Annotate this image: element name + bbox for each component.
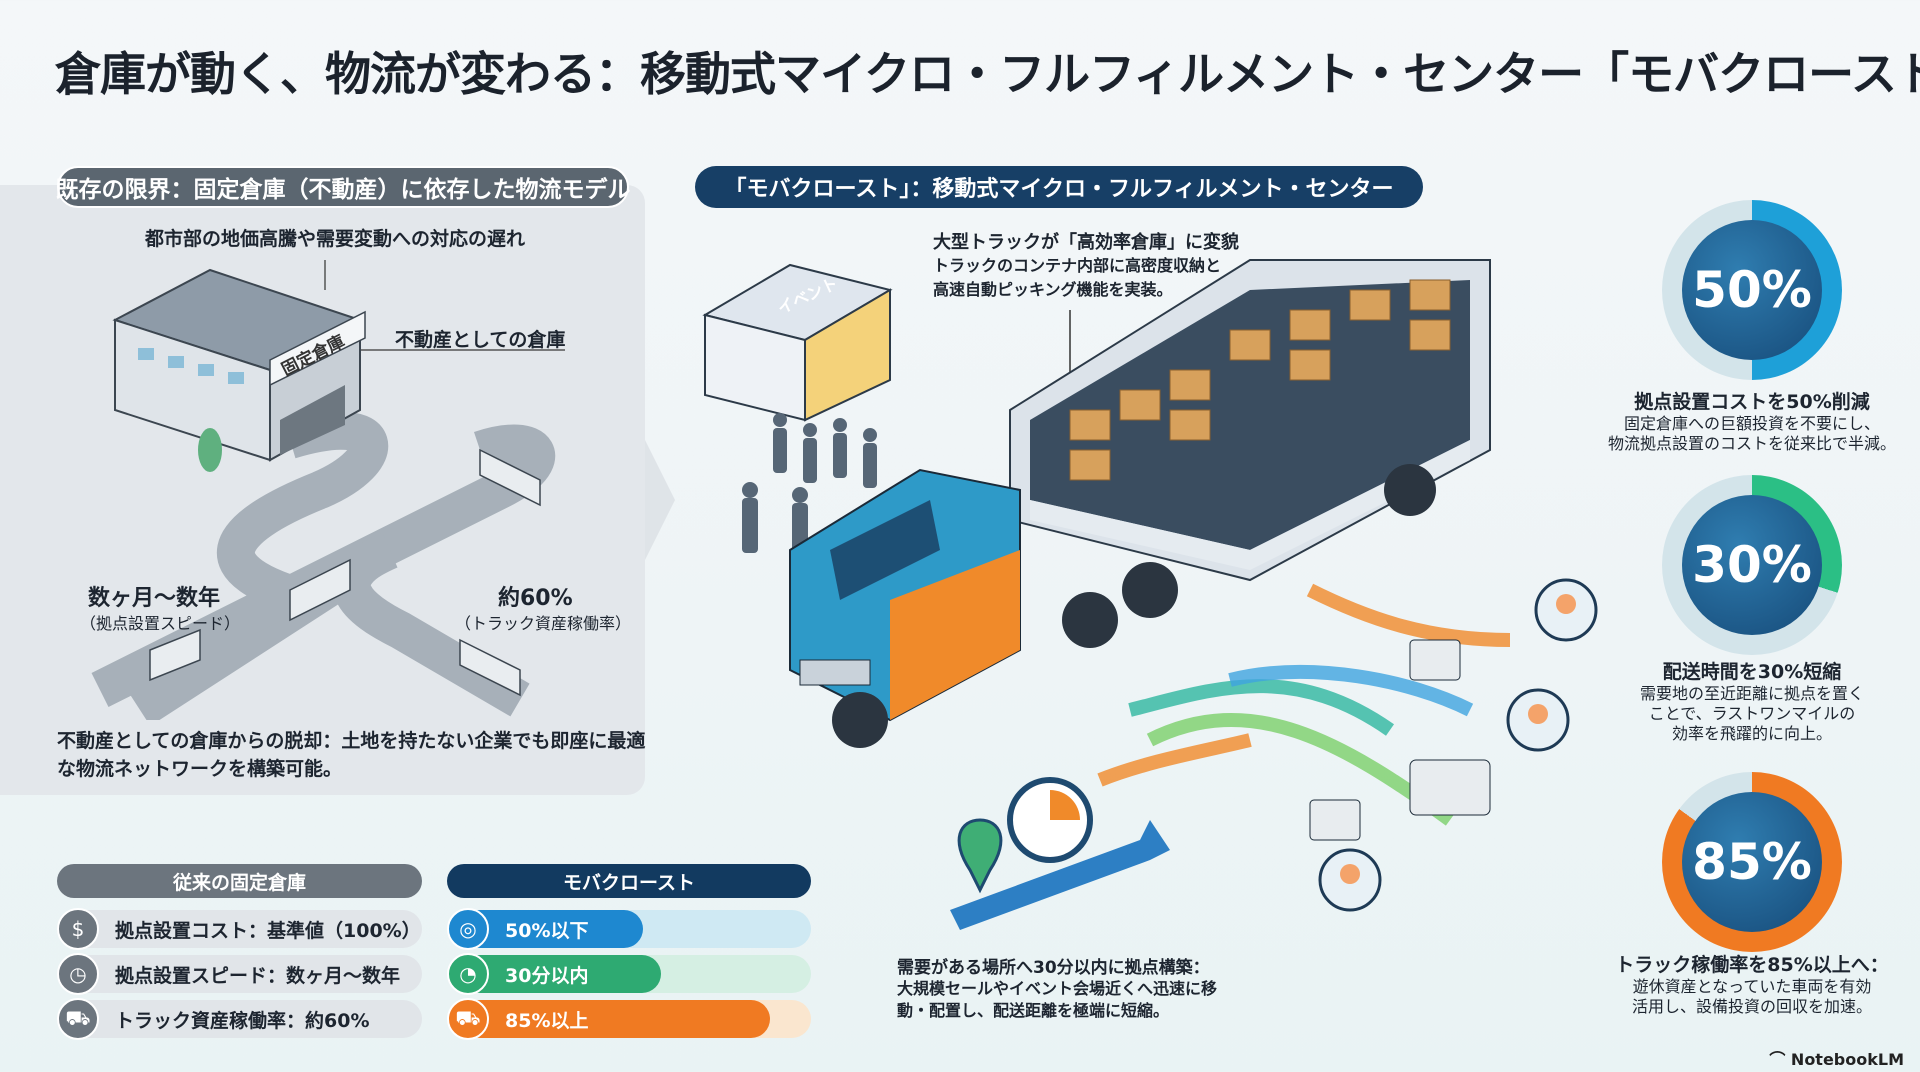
delivery-van-icon <box>1309 799 1361 841</box>
stat-description: 拠点設置コストを50%削減固定倉庫への巨額投資を不要にし、物流拠点設置のコストを… <box>1592 392 1912 454</box>
mobacrost-metric-row: ◔ 30分以内 <box>447 953 811 995</box>
stat-description: 配送時間を30%短縮需要地の至近距離に拠点を置くことで、ラストワンマイルの効率を… <box>1592 662 1912 744</box>
stat-body-line: 固定倉庫への巨額投資を不要にし、 <box>1623 414 1880 433</box>
deployment-body-line: 大規模セールやイベント会場近くへ迅速に移 <box>897 979 1218 998</box>
stat-body-line: 効率を飛躍的に向上。 <box>1671 724 1832 743</box>
deployment-title: 需要がある場所へ30分以内に拠点構築： <box>897 958 1210 978</box>
notebooklm-logo-icon: ⌒ <box>1769 1050 1791 1069</box>
legacy-metric-label: トラック資産稼働率：約60% <box>115 1009 370 1032</box>
stat-body-line: 活用し、設備投資の回収を加速。 <box>1631 997 1872 1016</box>
stat-ring-30%: 30% <box>1662 475 1842 655</box>
stat-description: トラック稼働率を85%以上へ：遊休資産となっていた車両を有効活用し、設備投資の回… <box>1592 955 1912 1017</box>
mobile-center-header: 「モバクロースト」：移動式マイクロ・フルフィルメント・センター <box>695 166 1423 208</box>
delivery-van-icon <box>1409 759 1491 816</box>
mobile-truck-illustration: イベント <box>702 259 1598 930</box>
truck-icon: ⛟ <box>57 998 99 1040</box>
speed-label: （拠点設置スピード） <box>80 614 241 633</box>
stat-ring-85%: 85% <box>1662 772 1842 952</box>
legacy-summary-line: 不動産としての倉庫からの脱却：土地を持たない企業でも即座に最適 <box>57 730 646 752</box>
utilization-value: 約60% <box>498 586 573 611</box>
stat-value: 85% <box>1682 792 1822 932</box>
stat-body-line: 需要地の至近距離に拠点を置く <box>1639 684 1864 703</box>
truck-icon <box>149 448 541 697</box>
stat-body-line: 遊休資産となっていた車両を有効 <box>1632 977 1872 996</box>
brand-label: NotebookLM <box>1790 1050 1904 1069</box>
truck-callout-title: 大型トラックが「高効率倉庫」に変貌 <box>933 232 1239 253</box>
mobacrost-metric-row: ◎ 50%以下 <box>447 908 811 950</box>
legacy-comparison-header: 従来の固定倉庫 <box>57 864 422 898</box>
location-pin-icon <box>957 818 1003 894</box>
legacy-metric-row: $ 拠点設置コスト：基準値（100%） <box>57 908 422 950</box>
truck-cab-icon <box>789 468 1021 722</box>
real-estate-callout: 不動産としての倉庫 <box>395 329 566 351</box>
stat-value: 50% <box>1682 220 1822 360</box>
legacy-metric-label: 拠点設置コスト：基準値（100%） <box>115 919 421 942</box>
warehouse-road-illustration: 固定倉庫 <box>91 260 565 720</box>
legacy-summary: 不動産としての倉庫からの脱却：土地を持たない企業でも即座に最適 な物流ネットワー… <box>57 727 645 783</box>
legacy-metric-row: ⛟ トラック資産稼働率：約60% <box>57 998 422 1040</box>
mobacrost-metric-row: ⛟ 85%以上 <box>447 998 811 1040</box>
deployment-body: 大規模セールやイベント会場近くへ迅速に移 動・配置し、配送距離を極端に短縮。 <box>897 978 1217 1022</box>
tree-icon <box>198 428 222 472</box>
crowd-icon <box>742 413 877 558</box>
legacy-metric-row: ◷ 拠点設置スピード：数ヶ月〜数年 <box>57 953 422 995</box>
delivery-van-icon <box>1409 639 1461 681</box>
stat-title: 配送時間を30%短縮 <box>1662 661 1842 683</box>
route-arrow <box>950 820 1170 930</box>
metric-bar-fill <box>461 1000 771 1038</box>
mobacrost-metric-label: 50%以下 <box>505 919 589 942</box>
legacy-metric-label: 拠点設置スピード：数ヶ月〜数年 <box>115 964 401 987</box>
metric-bar-fill <box>461 955 662 993</box>
legacy-summary-line: な物流ネットワークを構築可能。 <box>57 758 343 780</box>
arrow-right-icon <box>645 440 675 560</box>
stat-title: トラック稼働率を85%以上へ： <box>1615 954 1889 976</box>
stat-ring-50%: 50% <box>1662 200 1842 380</box>
stat-body-line: 物流拠点設置のコストを従来比で半減。 <box>1607 434 1896 453</box>
utilization-label: （トラック資産稼働率） <box>455 614 632 633</box>
mobacrost-metric-label: 30分以内 <box>505 964 589 987</box>
stat-value: 30% <box>1682 495 1822 635</box>
truck-callout-line: 高速自動ピッキング機能を実装。 <box>933 280 1173 299</box>
metric-bar-fill <box>461 910 643 948</box>
stopwatch-icon: ◷ <box>57 953 99 995</box>
money-bag-icon: $ <box>57 908 99 950</box>
page-title: 倉庫が動く、物流が変わる：移動式マイクロ・フルフィルメント・センター「モバクロー… <box>55 47 1920 101</box>
clock-icon: ◔ <box>447 953 489 995</box>
event-tent-icon: イベント <box>702 263 893 422</box>
mobacrost-metric-label: 85%以上 <box>505 1009 589 1032</box>
stat-title: 拠点設置コストを50%削減 <box>1634 391 1870 413</box>
truck-callout-body: トラックのコンテナ内部に高密度収納と 高速自動ピッキング機能を実装。 <box>933 254 1221 302</box>
truck-callout-line: トラックのコンテナ内部に高密度収納と <box>933 256 1222 275</box>
truck-icon: ⛟ <box>447 998 489 1040</box>
deployment-body-line: 動・配置し、配送距離を極端に短縮。 <box>897 1001 1170 1020</box>
piggy-icon: ◎ <box>447 908 489 950</box>
land-price-callout: 都市部の地価高騰や需要変動への対応の遅れ <box>145 228 526 250</box>
speed-value: 数ヶ月〜数年 <box>88 586 221 611</box>
mobacrost-comparison-header: モバクロースト <box>447 864 811 898</box>
notebooklm-brand: ⌒ NotebookLM <box>1769 1046 1904 1070</box>
stat-body-line: ことで、ラストワンマイルの <box>1648 704 1856 723</box>
legacy-model-header: 既存の限界：固定倉庫（不動産）に依存した物流モデル <box>56 166 631 208</box>
